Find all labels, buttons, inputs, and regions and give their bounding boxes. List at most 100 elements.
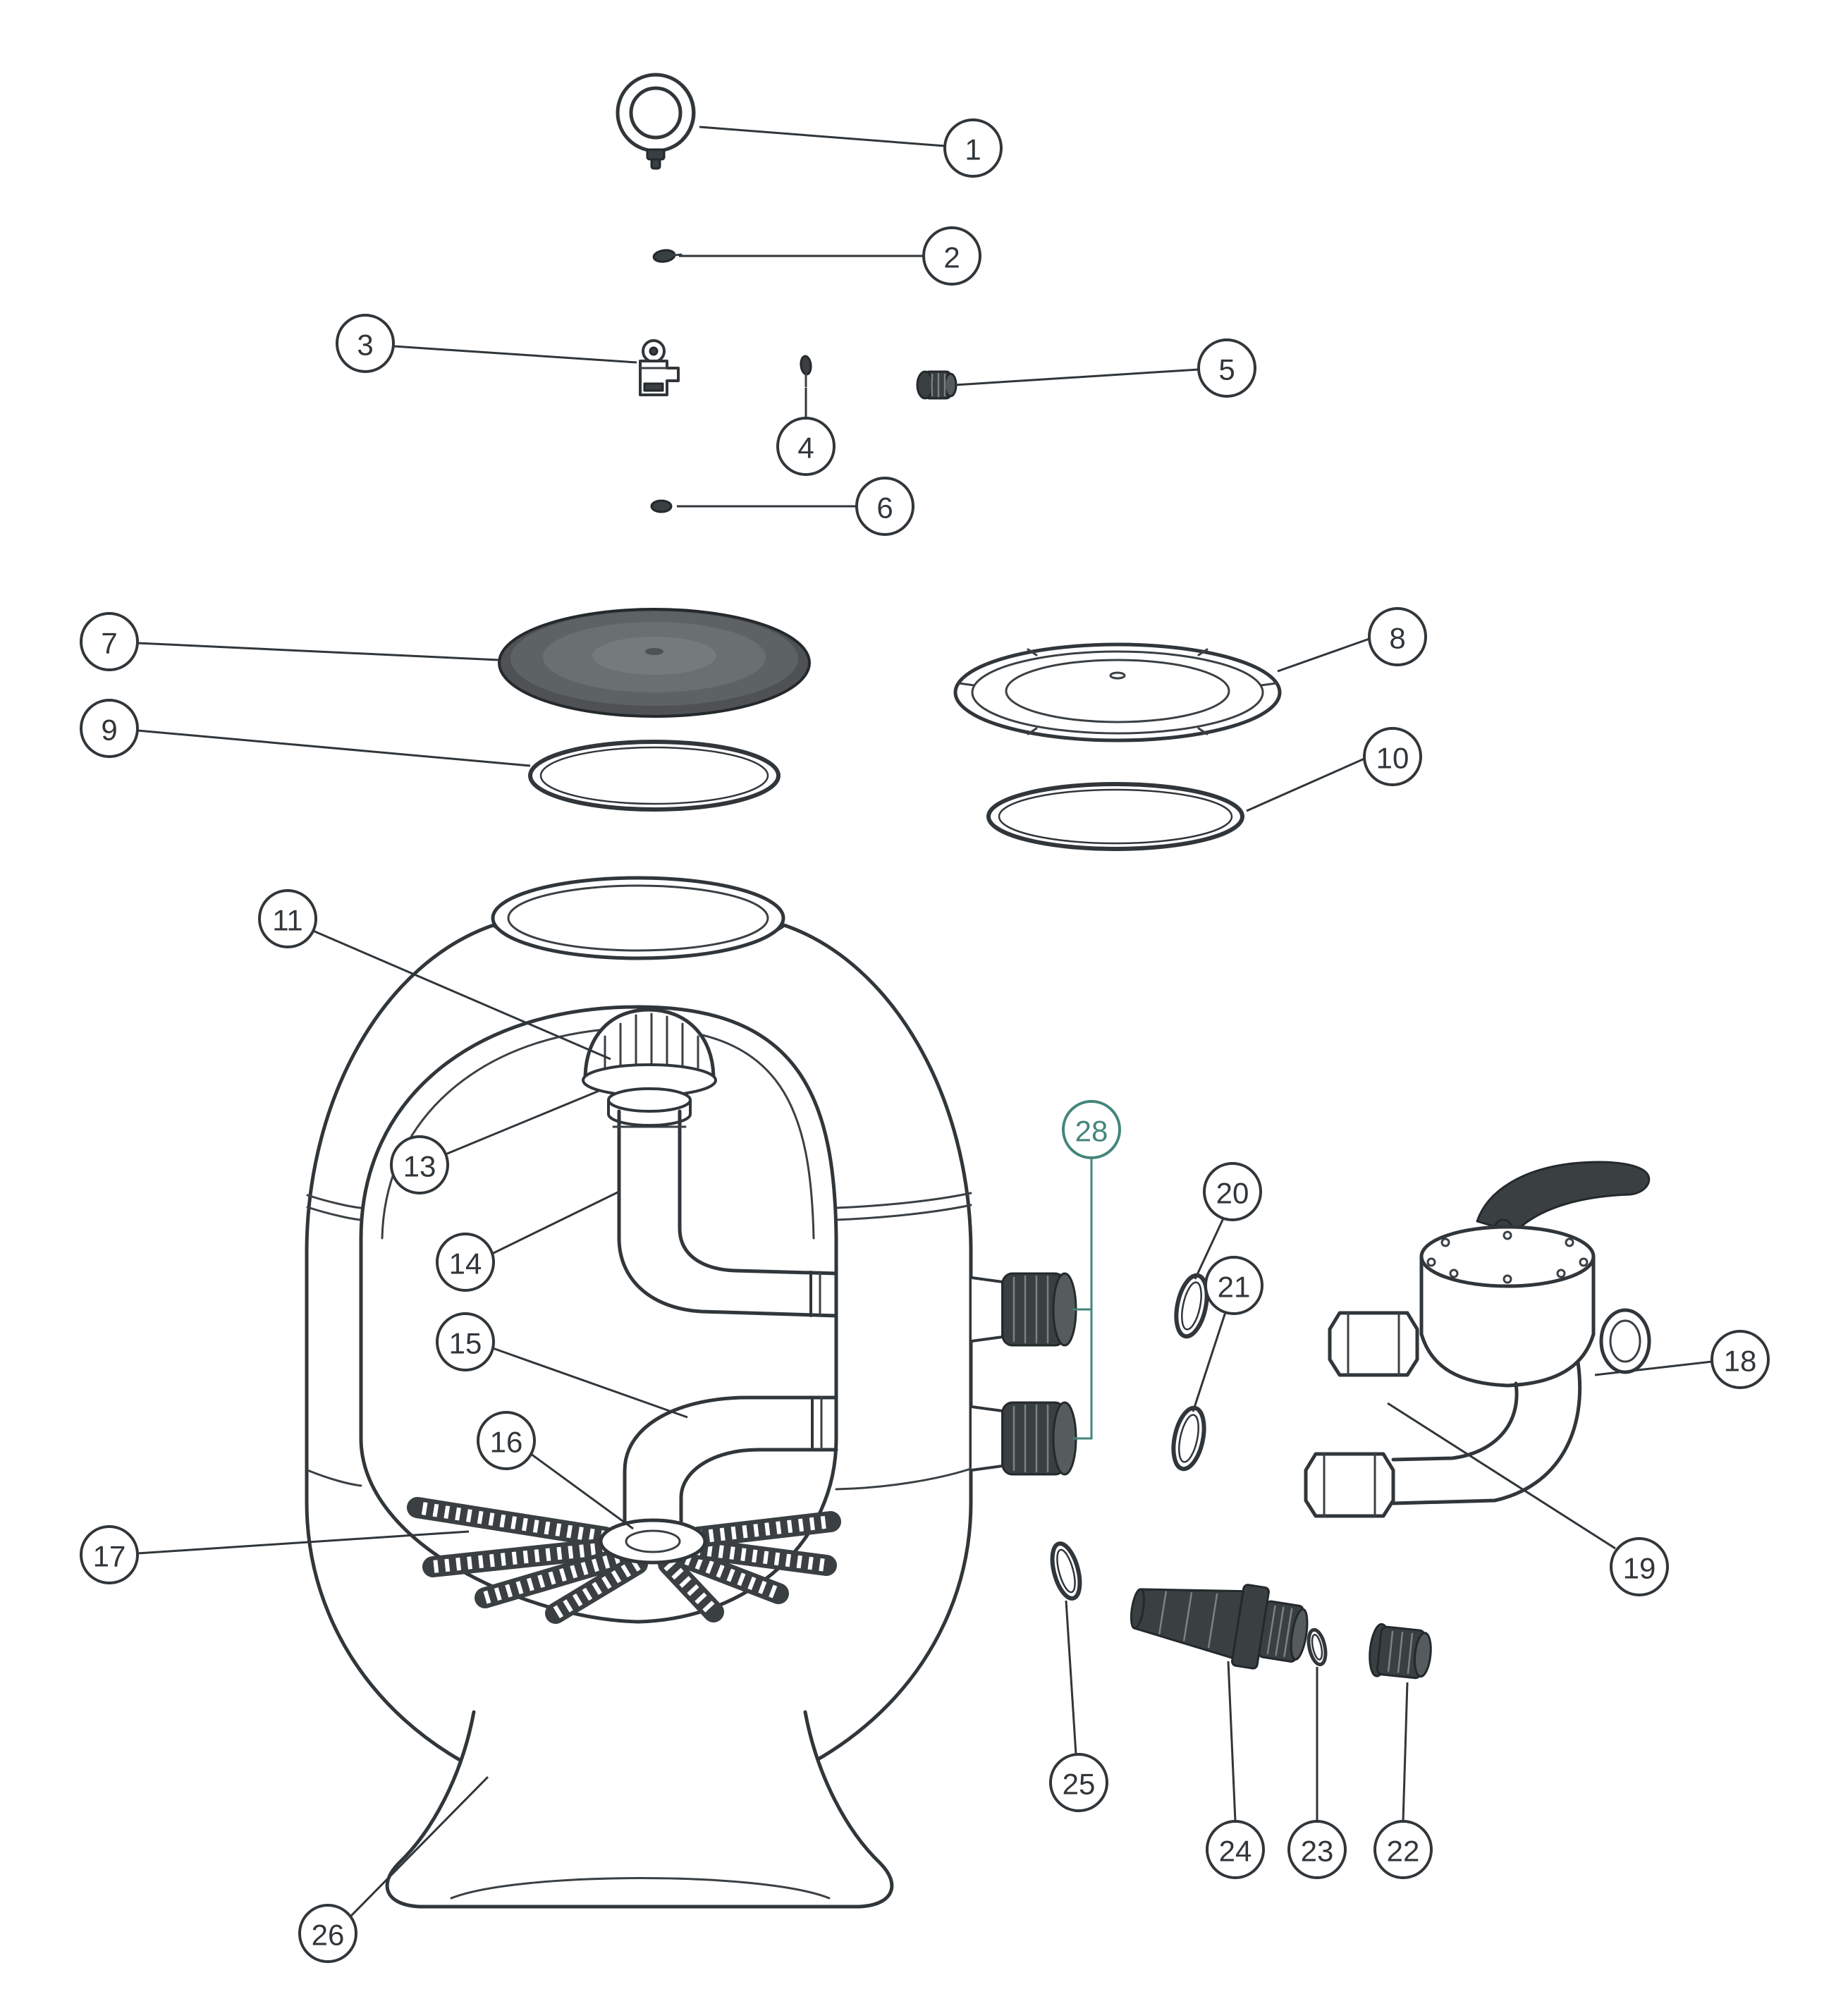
callout-7: 7 — [80, 612, 500, 671]
callout-18: 18 — [1594, 1330, 1770, 1389]
callout-7-leader — [137, 642, 500, 661]
callout-22: 22 — [1373, 1682, 1433, 1879]
callout-11-leader — [312, 929, 611, 1060]
callout-5-circle — [1197, 338, 1256, 398]
callout-15-number: 15 — [449, 1327, 482, 1360]
valve-handle — [1476, 1161, 1651, 1234]
callout-4-number: 4 — [797, 432, 814, 465]
callout-9: 9 — [80, 699, 531, 767]
callout-10-leader — [1246, 757, 1365, 812]
drain-hose-adapter — [1130, 1584, 1309, 1670]
callout-26-circle — [298, 1904, 357, 1963]
callout-21-number: 21 — [1218, 1271, 1251, 1304]
callout-19: 19 — [1387, 1402, 1669, 1596]
callout-22-leader — [1402, 1682, 1409, 1822]
callout-17: 17 — [80, 1525, 470, 1584]
callout-16-number: 16 — [490, 1426, 523, 1459]
callout-19-circle — [1610, 1537, 1669, 1596]
callout-11: 11 — [258, 889, 611, 1060]
callout-8: 8 — [1277, 607, 1427, 673]
callout-25-number: 25 — [1063, 1768, 1096, 1801]
callout-8-number: 8 — [1389, 622, 1405, 655]
callout-20-leader — [1194, 1218, 1225, 1280]
lid-locking-ring — [953, 642, 1282, 742]
union-nut-lower — [1304, 1452, 1395, 1518]
callout-13: 13 — [390, 1089, 601, 1194]
callout-1-circle — [943, 118, 1003, 178]
callout-1: 1 — [699, 118, 1003, 178]
callout-5-leader — [954, 368, 1199, 386]
callout-20-number: 20 — [1216, 1177, 1249, 1210]
filter-base — [385, 1710, 894, 1909]
callout-22-circle — [1373, 1820, 1433, 1879]
small-fitting-4 — [800, 355, 812, 388]
callout-17-circle — [80, 1525, 139, 1584]
callout-19-leader — [1387, 1402, 1616, 1550]
drain-o-ring-large — [1050, 1541, 1082, 1601]
callout-4: 4 — [776, 388, 836, 476]
pressure-gauge — [616, 73, 696, 170]
callout-14-leader — [491, 1190, 620, 1255]
callout-20-circle — [1203, 1162, 1262, 1221]
callout-9-leader — [137, 729, 531, 767]
callout-23: 23 — [1287, 1667, 1347, 1879]
drain-o-ring-small — [1307, 1627, 1328, 1667]
callout-21-circle — [1204, 1256, 1263, 1315]
callout-17-leader — [137, 1530, 470, 1555]
callout-26-leader — [349, 1775, 489, 1918]
ring-o-ring — [986, 782, 1244, 851]
callout-2-circle — [922, 226, 981, 286]
callout-22-number: 22 — [1387, 1835, 1420, 1868]
callout-8-circle — [1368, 607, 1427, 666]
callout-15: 15 — [436, 1312, 688, 1419]
callout-21-leader — [1192, 1312, 1227, 1412]
callout-28: 28 — [1062, 1100, 1121, 1440]
callout-28-circle — [1062, 1100, 1121, 1159]
callout-13-number: 13 — [403, 1150, 436, 1183]
callout-25: 25 — [1049, 1600, 1108, 1812]
callout-21: 21 — [1192, 1256, 1263, 1412]
callout-16: 16 — [477, 1411, 634, 1530]
callout-20: 20 — [1194, 1162, 1262, 1280]
callout-15-leader — [492, 1347, 688, 1419]
callout-5-number: 5 — [1218, 353, 1235, 386]
plug-5 — [916, 370, 957, 400]
callout-19-number: 19 — [1623, 1552, 1656, 1585]
lid-o-ring — [528, 740, 781, 812]
callout-23-circle — [1287, 1820, 1347, 1879]
drain-plug — [1369, 1622, 1432, 1680]
callout-6-circle — [855, 477, 914, 536]
union-nut-upper — [1328, 1311, 1419, 1377]
callout-1-leader — [699, 126, 946, 147]
multiport-valve — [1304, 1161, 1651, 1518]
callout-7-circle — [80, 612, 139, 671]
callout-26-number: 26 — [312, 1919, 345, 1952]
callout-24-number: 24 — [1219, 1835, 1252, 1868]
diffuser — [582, 1008, 717, 1127]
callout-28-number: 28 — [1075, 1115, 1108, 1148]
bulkhead-o-ring-upper — [1174, 1273, 1209, 1339]
callout-1-number: 1 — [965, 133, 981, 166]
callout-14-circle — [436, 1233, 495, 1292]
callout-25-circle — [1049, 1753, 1108, 1812]
callout-26: 26 — [298, 1775, 489, 1963]
callout-28-leader — [1073, 1159, 1093, 1440]
callout-10-number: 10 — [1376, 742, 1409, 775]
laterals — [407, 1497, 841, 1624]
callout-6: 6 — [677, 477, 914, 536]
callout-23-number: 23 — [1301, 1835, 1334, 1868]
callout-16-circle — [477, 1411, 536, 1470]
callout-3-number: 3 — [357, 329, 373, 362]
callout-13-circle — [390, 1135, 449, 1194]
callout-18-circle — [1711, 1330, 1770, 1389]
cutaway-window — [359, 1005, 838, 1624]
callout-15-circle — [436, 1312, 495, 1371]
callout-3: 3 — [336, 314, 637, 373]
callout-11-circle — [258, 889, 317, 948]
gauge-seal-pin — [652, 249, 683, 263]
callout-14-number: 14 — [449, 1247, 482, 1280]
callout-7-number: 7 — [101, 627, 117, 660]
tank-lid — [498, 608, 811, 718]
